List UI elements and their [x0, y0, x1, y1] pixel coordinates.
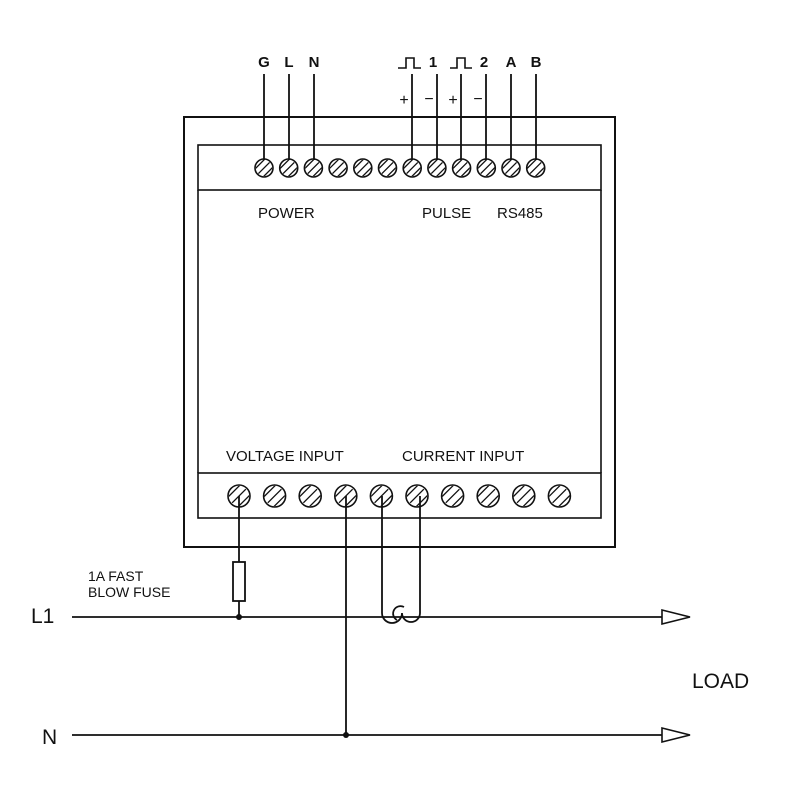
- junction-dot: [236, 614, 242, 620]
- screw-hatch: [527, 159, 538, 170]
- screw-hatch: [529, 161, 542, 175]
- bottom-wires: [72, 496, 668, 736]
- label-rs485: RS485: [497, 205, 543, 222]
- top-terminal-block: [197, 144, 602, 191]
- screw-hatch: [286, 166, 297, 177]
- screw-hatch: [409, 488, 425, 504]
- screw-hatch: [480, 161, 493, 175]
- pulse-waveform-icon: [450, 57, 472, 69]
- screw-hatch: [262, 166, 273, 177]
- screw-hatch: [329, 159, 341, 170]
- screw-hatch: [549, 485, 562, 499]
- screw-hatch: [557, 493, 570, 507]
- screw-hatch: [430, 161, 443, 175]
- screw-hatch: [445, 488, 460, 504]
- label-voltage-input: VOLTAGE INPUT: [226, 448, 344, 465]
- screw-hatch: [485, 493, 499, 507]
- screw-hatch: [311, 166, 322, 177]
- screw-hatch: [267, 488, 282, 504]
- screw-hatch: [336, 166, 347, 177]
- top-terminal-screws: [254, 158, 546, 178]
- fuse-label-line1: 1A FAST: [88, 568, 144, 584]
- screw-hatch: [381, 161, 394, 175]
- polarity-p1-minus: −: [424, 91, 433, 108]
- screw-hatch: [272, 493, 285, 507]
- screw-hatch: [264, 485, 277, 499]
- arrow-right-icon: [661, 726, 691, 744]
- screw-hatch: [255, 159, 266, 170]
- screw-hatch: [442, 485, 455, 499]
- wire-current-loop: [381, 496, 421, 624]
- wire-current-loop-hook: [392, 605, 405, 621]
- screw-hatch: [379, 159, 390, 170]
- label-l1: L1: [31, 605, 54, 628]
- screw-hatch: [228, 485, 242, 499]
- bottom-terminal-block: [197, 472, 602, 519]
- label-pulse-2: 2: [480, 54, 488, 71]
- screw-hatch: [480, 488, 496, 504]
- screw-hatch: [533, 166, 544, 177]
- junction-dot: [343, 732, 349, 738]
- screw-hatch: [410, 166, 421, 177]
- screw-hatch: [385, 166, 396, 177]
- screw-hatch: [455, 161, 468, 175]
- screw-hatch: [414, 493, 428, 507]
- screw-hatch: [280, 159, 291, 170]
- label-load: LOAD: [692, 670, 749, 693]
- screw-hatch: [302, 488, 318, 504]
- screw-hatch: [459, 166, 470, 177]
- screw-hatch: [502, 159, 513, 170]
- screw-hatch: [406, 161, 419, 175]
- label-pulse-1: 1: [429, 54, 437, 71]
- screw-hatch: [360, 166, 371, 177]
- screw-hatch: [428, 159, 439, 170]
- screw-hatch: [513, 485, 527, 499]
- label-a: A: [506, 54, 517, 71]
- label-l: L: [284, 54, 293, 71]
- screw-hatch: [406, 485, 420, 499]
- screw-hatch: [305, 159, 316, 170]
- label-n-line: N: [42, 726, 57, 749]
- pulse-waveform-icon: [398, 57, 421, 69]
- label-pulse: PULSE: [422, 205, 471, 222]
- screw-hatch: [356, 161, 369, 175]
- screw-hatch: [307, 493, 321, 507]
- label-current-input: CURRENT INPUT: [402, 448, 524, 465]
- screw-hatch: [521, 493, 534, 507]
- screw-hatch: [282, 161, 295, 175]
- fuse-symbol: [232, 561, 246, 602]
- screw-hatch: [307, 161, 320, 175]
- polarity-p2-minus: −: [473, 91, 482, 108]
- polarity-p1-plus: +: [399, 92, 408, 109]
- label-g: G: [258, 54, 270, 71]
- screw-hatch: [335, 485, 349, 499]
- bottom-terminal-screws: [227, 484, 572, 508]
- label-n: N: [309, 54, 320, 71]
- screw-hatch: [300, 485, 313, 499]
- screw-hatch: [552, 488, 567, 504]
- screw-hatch: [504, 161, 518, 175]
- screw-hatch: [404, 159, 415, 170]
- meter-housing: [183, 116, 616, 548]
- screw-hatch: [478, 159, 489, 170]
- screw-hatch: [354, 159, 365, 170]
- fuse-label-line2: BLOW FUSE: [88, 584, 170, 600]
- screw-hatch: [450, 493, 463, 507]
- label-power: POWER: [258, 205, 315, 222]
- screw-hatch: [453, 159, 464, 170]
- screw-hatch: [257, 161, 271, 175]
- screw-hatch: [371, 485, 384, 499]
- screw-hatch: [509, 166, 520, 177]
- screw-hatch: [516, 488, 532, 504]
- screw-hatch: [484, 166, 495, 177]
- polarity-p2-plus: +: [448, 92, 457, 109]
- screw-hatch: [478, 485, 491, 499]
- screw-hatch: [434, 166, 446, 177]
- label-b: B: [531, 54, 542, 71]
- top-wires: [263, 74, 537, 160]
- arrow-right-icon: [661, 608, 691, 626]
- screw-hatch: [332, 161, 345, 175]
